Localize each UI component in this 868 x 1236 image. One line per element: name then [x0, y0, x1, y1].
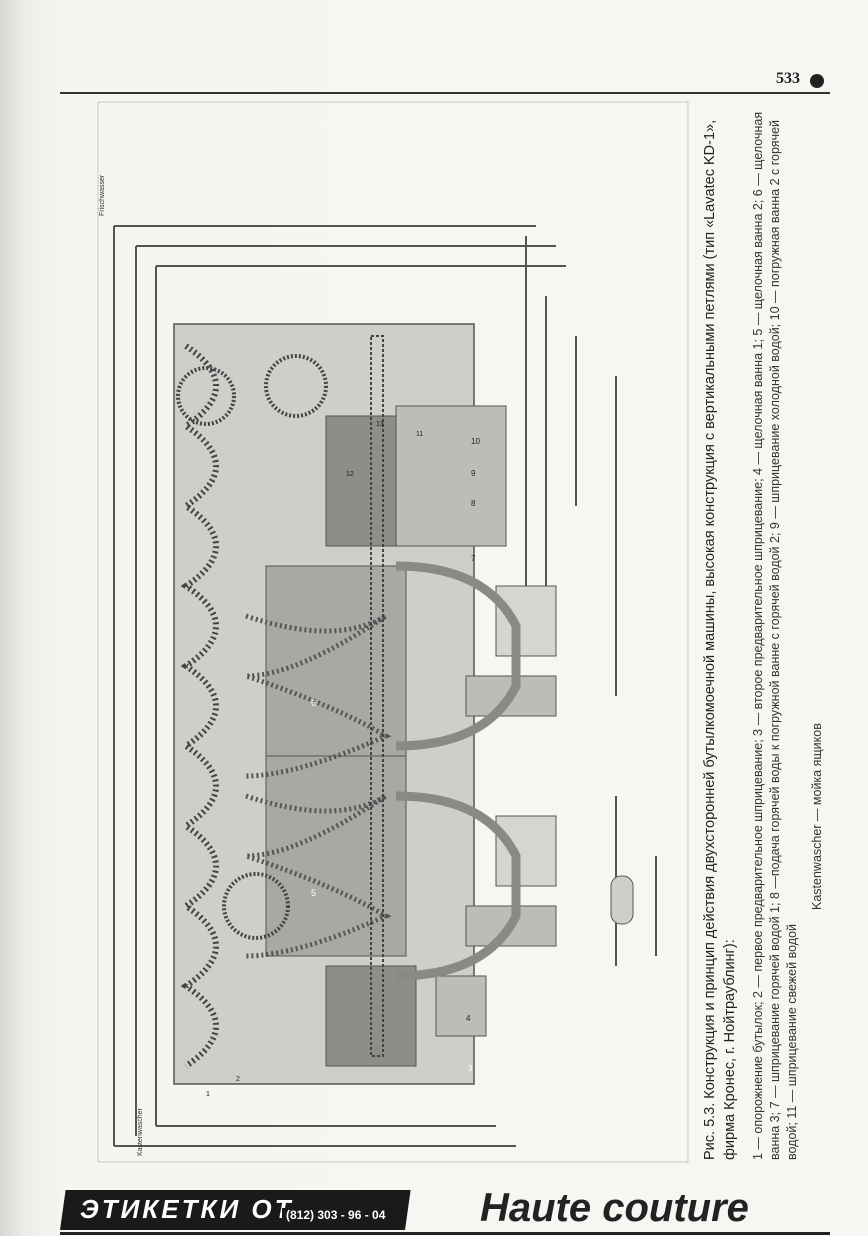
wheel-2 — [264, 354, 328, 418]
figure-title: Рис. 5.3. Конструкция и принцип действия… — [702, 119, 738, 1160]
chain-loop-2 — [245, 793, 392, 959]
wheel-3 — [222, 872, 290, 940]
figure-note: Kastenwascher — мойка ящиков — [810, 723, 824, 910]
tank-label-11: 11 — [416, 431, 423, 438]
advert-banner: ЭТИКЕТКИ ОТ (812) 303 - 96 - 04 Haute co… — [60, 1186, 830, 1236]
tank-label-7: 7 — [471, 554, 476, 563]
tank-label-1: 1 — [206, 1091, 210, 1098]
bottle-washer-diagram: Kastenwascher Frischwasser 7 8 9 10 11 1… — [97, 101, 689, 1163]
chain-spine — [370, 335, 384, 1057]
tank-label-3: 3 — [468, 1064, 473, 1073]
tank-label-2: 2 — [236, 1076, 240, 1083]
tank-region-2 — [265, 755, 407, 957]
advert-phone: (812) 303 - 96 - 04 — [282, 1208, 390, 1222]
page-marker-icon — [810, 74, 824, 88]
label-kastenwascher: Kastenwascher — [137, 1107, 144, 1156]
tank-label-6: 6 — [311, 698, 316, 708]
diagram-frame — [97, 101, 689, 1163]
spray-tanks-7-10 — [395, 405, 507, 547]
bottle-chain — [180, 343, 219, 1069]
wheel-1 — [176, 366, 236, 426]
spray-tank-3-4 — [435, 975, 487, 1037]
advert-rule — [60, 1232, 830, 1235]
return-pipe-1 — [395, 561, 521, 751]
label-frischwasser: Frischwasser — [99, 174, 106, 216]
return-pipe-2 — [395, 791, 521, 981]
tank-label-8: 8 — [471, 499, 476, 508]
pipe-network — [113, 225, 657, 1147]
advert-left-text: ЭТИКЕТКИ ОТ — [80, 1194, 294, 1224]
heat-exchanger-1 — [495, 585, 557, 657]
header-rule — [60, 92, 830, 94]
chain-loop-1 — [245, 613, 392, 779]
tank-label-4: 4 — [466, 1014, 471, 1023]
tank-label-5: 5 — [311, 888, 316, 898]
tank-label-13: 13 — [376, 421, 384, 428]
tank-label-9: 9 — [471, 469, 476, 478]
page-number: 533 — [776, 70, 800, 87]
advert-right-text: Haute couture — [480, 1186, 749, 1230]
tank-region-1 — [265, 565, 407, 757]
figure-legend: 1 — опорожнение бутылок; 2 — первое пред… — [751, 111, 799, 1160]
tank-label-12: 12 — [346, 471, 354, 478]
heat-exchanger-2 — [495, 815, 557, 887]
tank-label-10: 10 — [471, 437, 480, 446]
tank-region-4 — [325, 965, 417, 1067]
filter-cylinder — [610, 875, 634, 925]
